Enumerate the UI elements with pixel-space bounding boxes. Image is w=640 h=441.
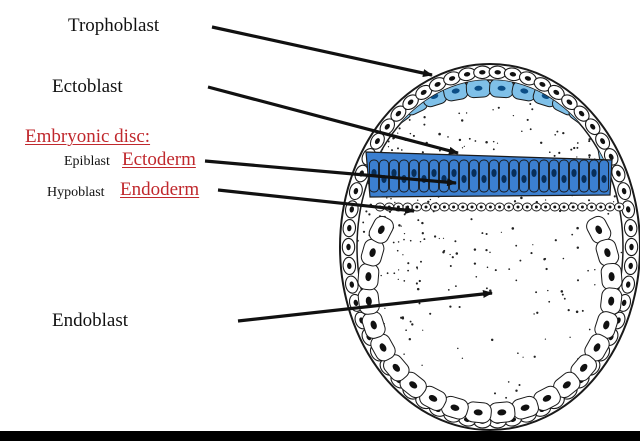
endoblast-label: Endoblast <box>52 311 128 330</box>
trophoblast-arrow <box>212 27 432 75</box>
trophoblast-label: Trophoblast <box>68 16 159 35</box>
epiblast-layer <box>366 152 612 197</box>
bottom-border-bar <box>0 431 640 441</box>
ectoderm-label: Ectoderm <box>122 150 196 169</box>
ectoblast-label: Ectoblast <box>52 77 123 96</box>
epiblast-label: Epiblast <box>64 155 110 169</box>
hypoblast-label: Hypoblast <box>47 186 105 200</box>
endoderm-label: Endoderm <box>120 180 199 199</box>
embryonic-disc-label: Embryonic disc: <box>25 127 150 146</box>
